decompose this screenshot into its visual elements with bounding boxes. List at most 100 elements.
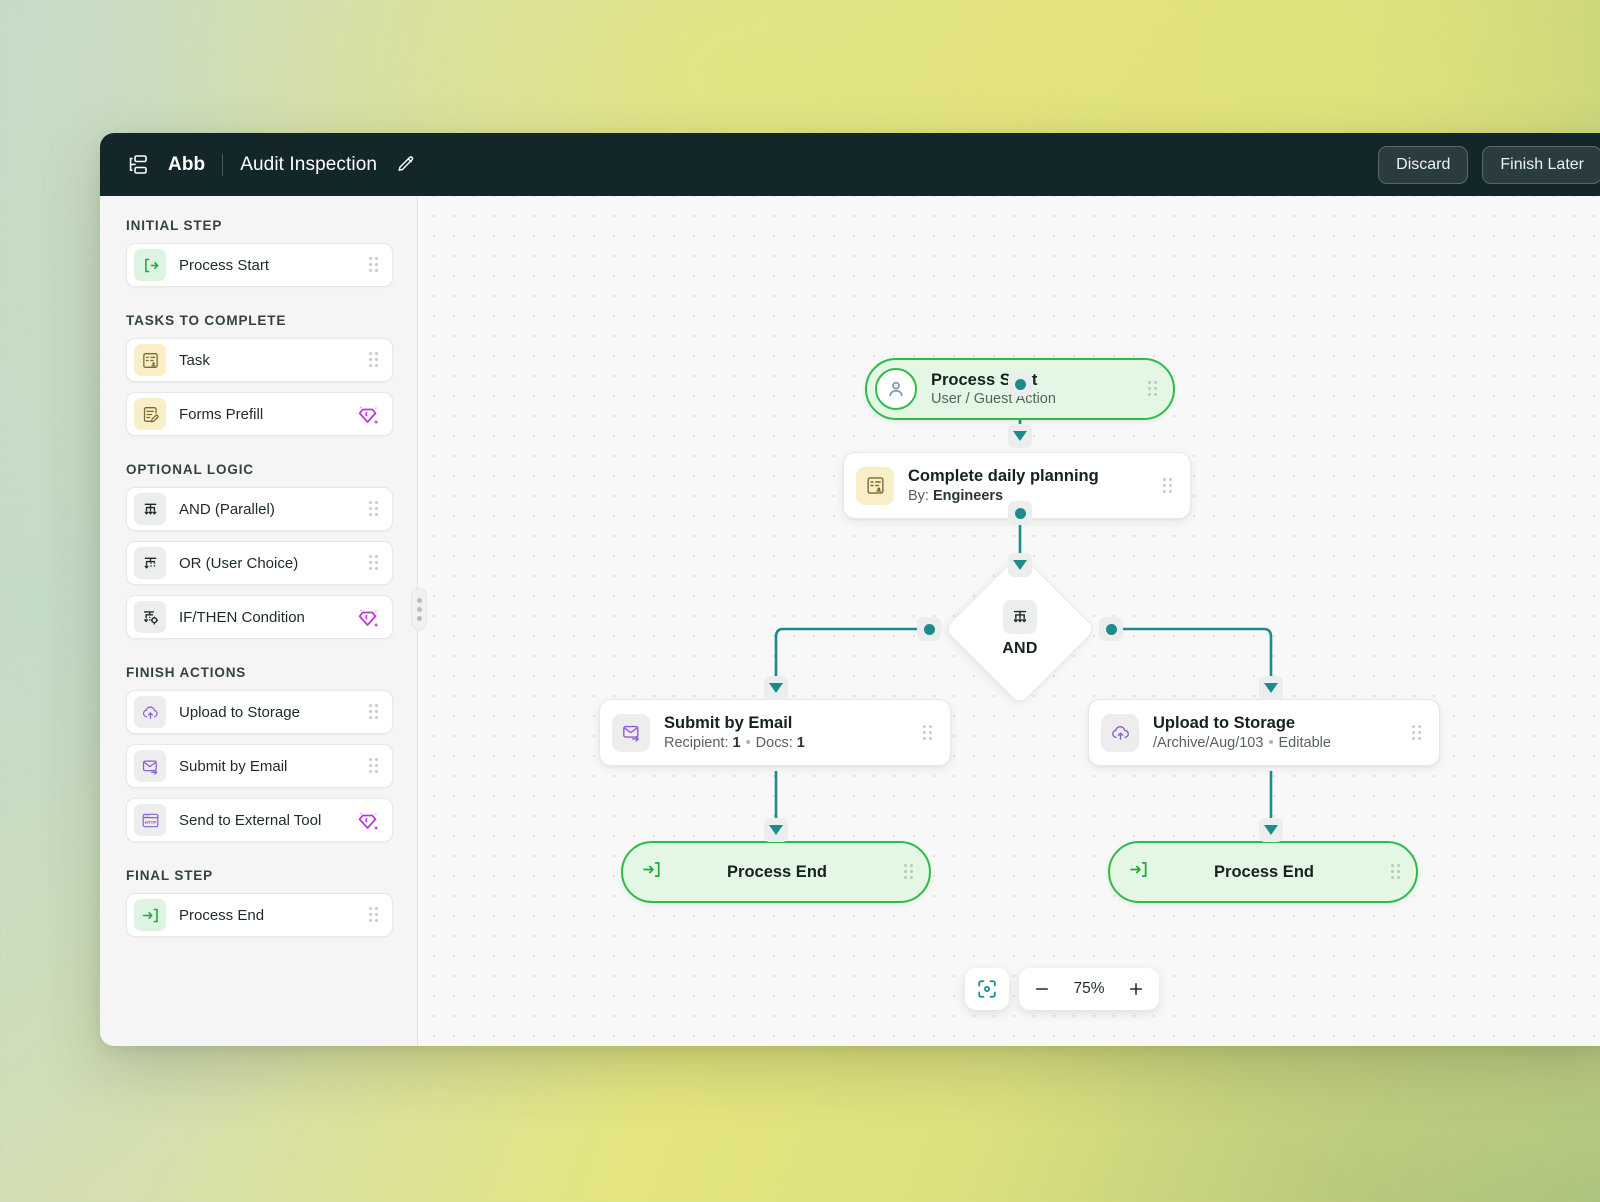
zoom-toolbar: 75% xyxy=(965,968,1159,1010)
palette-drag-handle[interactable] xyxy=(369,704,381,720)
sidebar-resize-handle[interactable] xyxy=(411,588,427,630)
user-avatar-icon xyxy=(875,368,917,410)
port-email-in[interactable] xyxy=(764,676,788,700)
recipient-value: 1 xyxy=(732,734,741,751)
node-process-end-right[interactable]: Process End xyxy=(1108,841,1418,903)
node-drag-handle[interactable] xyxy=(1163,477,1175,494)
node-drag-handle[interactable] xyxy=(1412,724,1424,741)
condition-gateway-icon xyxy=(134,601,166,633)
port-gateway-out-left[interactable] xyxy=(917,617,941,641)
node-text: Process Start User / Guest Action xyxy=(931,370,1148,409)
palette-item-label: Send to External Tool xyxy=(179,811,322,829)
port-task-out[interactable] xyxy=(1008,501,1032,525)
zoom-controls: 75% xyxy=(1019,968,1159,1010)
node-subtitle: By: Engineers xyxy=(908,488,1003,504)
node-text: Upload to Storage /Archive/Aug/103•Edita… xyxy=(1153,713,1412,752)
and-gateway-icon xyxy=(134,493,166,525)
or-gateway-icon xyxy=(134,547,166,579)
fit-to-screen-button[interactable] xyxy=(965,968,1009,1010)
palette-item-if-then-condition[interactable]: IF/THEN Condition xyxy=(126,595,393,639)
palette-item-label: Submit by Email xyxy=(179,757,288,775)
brand-name: Abb xyxy=(168,153,206,175)
cloud-upload-icon xyxy=(1101,713,1139,752)
port-storage-in[interactable] xyxy=(1259,676,1283,700)
port-gateway-out-right[interactable] xyxy=(1099,617,1123,641)
zoom-out-button[interactable] xyxy=(1025,972,1059,1006)
app-window: Abb Audit Inspection Discard Finish Late… xyxy=(100,133,1600,1046)
palette-item-or-user-choice[interactable]: OR (User Choice) xyxy=(126,541,393,585)
svg-text:HTTP: HTTP xyxy=(144,820,156,825)
premium-gem-icon[interactable] xyxy=(355,604,381,630)
port-start-out[interactable] xyxy=(1008,372,1032,396)
palette-item-task[interactable]: Task xyxy=(126,338,393,382)
process-end-icon xyxy=(134,899,166,931)
palette-section-label: TASKS TO COMPLETE xyxy=(126,313,287,328)
docs-value: 1 xyxy=(796,734,805,751)
palette-drag-handle[interactable] xyxy=(369,907,381,923)
palette-item-label: Upload to Storage xyxy=(179,703,300,721)
node-text: Submit by Email Recipient: 1•Docs: 1 xyxy=(664,713,923,752)
premium-gem-icon[interactable] xyxy=(355,807,381,833)
task-card-icon xyxy=(134,344,166,376)
form-edit-icon xyxy=(134,398,166,430)
storage-path: /Archive/Aug/103 xyxy=(1153,734,1264,751)
separator: • xyxy=(745,734,751,751)
palette-section-label: FINAL STEP xyxy=(126,868,214,883)
node-submit-by-email[interactable]: Submit by Email Recipient: 1•Docs: 1 xyxy=(599,699,951,766)
cloud-upload-icon xyxy=(134,696,166,728)
palette-drag-handle[interactable] xyxy=(369,501,381,517)
page-title: Audit Inspection xyxy=(240,153,378,175)
palette-section-label: OPTIONAL LOGIC xyxy=(126,462,254,477)
node-title: Upload to Storage xyxy=(1153,714,1296,733)
process-end-icon xyxy=(1128,859,1149,885)
port-end-right-in[interactable] xyxy=(1259,818,1283,842)
palette-item-label: AND (Parallel) xyxy=(179,500,275,518)
palette-item-submit-by-email[interactable]: Submit by Email xyxy=(126,744,393,788)
palette-item-process-end[interactable]: Process End xyxy=(126,893,393,937)
app-header: Abb Audit Inspection Discard Finish Late… xyxy=(100,133,1600,196)
palette-item-label: Task xyxy=(179,351,210,369)
node-drag-handle[interactable] xyxy=(923,724,935,741)
palette-drag-handle[interactable] xyxy=(369,257,381,273)
email-send-icon xyxy=(134,750,166,782)
email-send-icon xyxy=(612,713,650,752)
node-drag-handle[interactable] xyxy=(1148,381,1160,397)
palette-item-process-start[interactable]: Process Start xyxy=(126,243,393,287)
process-start-icon xyxy=(134,249,166,281)
port-gateway-in[interactable] xyxy=(1008,553,1032,577)
palette-item-send-to-external-tool[interactable]: HTTP Send to External Tool xyxy=(126,798,393,842)
palette-item-label: IF/THEN Condition xyxy=(179,608,305,626)
premium-gem-icon[interactable] xyxy=(355,401,381,427)
node-subtitle-value: Engineers xyxy=(932,487,1004,504)
node-title: Process End xyxy=(1214,862,1314,881)
port-end-left-in[interactable] xyxy=(764,818,788,842)
palette-drag-handle[interactable] xyxy=(369,555,381,571)
palette-item-label: OR (User Choice) xyxy=(179,554,299,572)
http-window-icon: HTTP xyxy=(134,804,166,836)
header-divider xyxy=(222,153,224,176)
node-drag-handle[interactable] xyxy=(904,864,916,880)
node-process-end-left[interactable]: Process End xyxy=(621,841,931,903)
flow-canvas[interactable]: Process Start User / Guest Action xyxy=(418,196,1600,1046)
header-actions: Discard Finish Later xyxy=(1378,133,1600,196)
process-end-icon xyxy=(641,859,662,885)
separator: • xyxy=(1268,734,1274,751)
zoom-in-button[interactable] xyxy=(1119,972,1153,1006)
node-drag-handle[interactable] xyxy=(1391,864,1403,880)
discard-button[interactable]: Discard xyxy=(1378,145,1469,184)
docs-label: Docs: xyxy=(755,734,793,751)
recipient-label: Recipient: xyxy=(664,734,729,751)
node-subtitle-label: By: xyxy=(908,487,929,504)
palette-drag-handle[interactable] xyxy=(369,352,381,368)
palette-item-and-parallel[interactable]: AND (Parallel) xyxy=(126,487,393,531)
finish-later-button[interactable]: Finish Later xyxy=(1482,145,1600,184)
pencil-icon[interactable] xyxy=(393,153,417,177)
task-card-icon xyxy=(856,466,894,505)
node-title: Process End xyxy=(727,862,827,881)
port-task-in[interactable] xyxy=(1008,424,1032,448)
node-upload-to-storage[interactable]: Upload to Storage /Archive/Aug/103•Edita… xyxy=(1088,699,1440,766)
palette-drag-handle[interactable] xyxy=(369,758,381,774)
palette-item-forms-prefill[interactable]: Forms Prefill xyxy=(126,392,393,436)
workflow-logo-icon xyxy=(124,151,152,179)
palette-item-upload-to-storage[interactable]: Upload to Storage xyxy=(126,690,393,734)
